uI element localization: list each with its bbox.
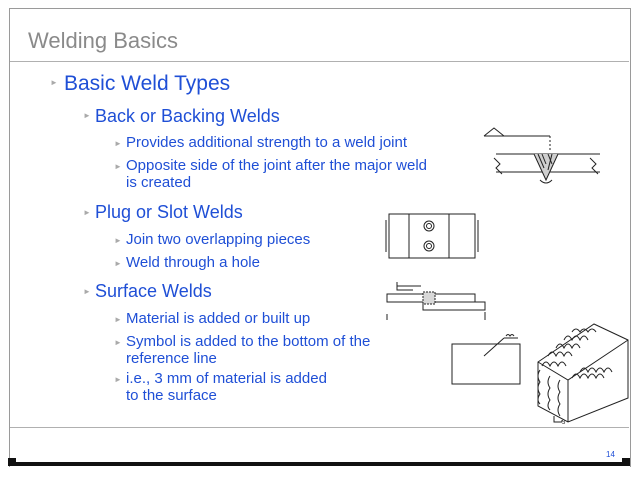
point-text: Provides additional strength to a weld j…: [126, 134, 408, 151]
slide-title: Welding Basics: [28, 28, 178, 53]
point-text: i.e., 3 mm of material is added: [126, 370, 327, 387]
surface-weld-size-label: 3: [562, 420, 566, 426]
bullet-icon: ►: [114, 338, 122, 347]
bullet-icon: ►: [114, 236, 122, 245]
bullet-icon: ►: [114, 139, 122, 148]
heading-basic-weld-types: Basic Weld Types: [64, 72, 231, 95]
bullet-icon: ►: [83, 111, 91, 120]
bullet-icon: ►: [114, 375, 122, 384]
bullet-icon: ►: [83, 208, 91, 217]
bullet-icon: ►: [114, 315, 122, 324]
surface-weld-symbol-diagram: [450, 330, 530, 388]
section-label-surface-welds: Surface Welds: [95, 281, 212, 301]
plug-weld-plan-diagram: [383, 210, 483, 262]
point-text-continued: reference line: [126, 350, 217, 367]
slide-frame: [9, 8, 631, 467]
point-text: Material is added or built up: [126, 310, 311, 327]
bullet-icon: ►: [83, 287, 91, 296]
bullet-icon: ►: [114, 259, 122, 268]
backing-weld-diagram: [478, 124, 608, 194]
point-text: Join two overlapping pieces: [126, 231, 311, 248]
point-text: Symbol is added to the bottom of the: [126, 333, 371, 350]
surface-weld-bead-diagram: 3: [532, 310, 632, 426]
bullet-icon: ►: [114, 162, 122, 171]
corner-marker-left: [8, 458, 16, 466]
bullet-icon: ►: [50, 78, 58, 87]
point-text: Opposite side of the joint after the maj…: [126, 157, 427, 174]
plug-weld-section-diagram: [383, 276, 493, 324]
point-text-continued: to the surface: [126, 387, 217, 404]
title-bar: [10, 20, 628, 60]
page-number: 14: [606, 450, 615, 459]
section-label-plug-slot-welds: Plug or Slot Welds: [95, 202, 243, 222]
bottom-border: [8, 462, 630, 466]
point-text-continued: is created: [126, 174, 192, 191]
title-divider: [10, 61, 629, 62]
point-text: Weld through a hole: [126, 254, 260, 271]
footer-divider: [10, 427, 629, 428]
corner-marker-right: [622, 458, 630, 466]
section-label-backing-welds: Back or Backing Welds: [95, 106, 280, 126]
